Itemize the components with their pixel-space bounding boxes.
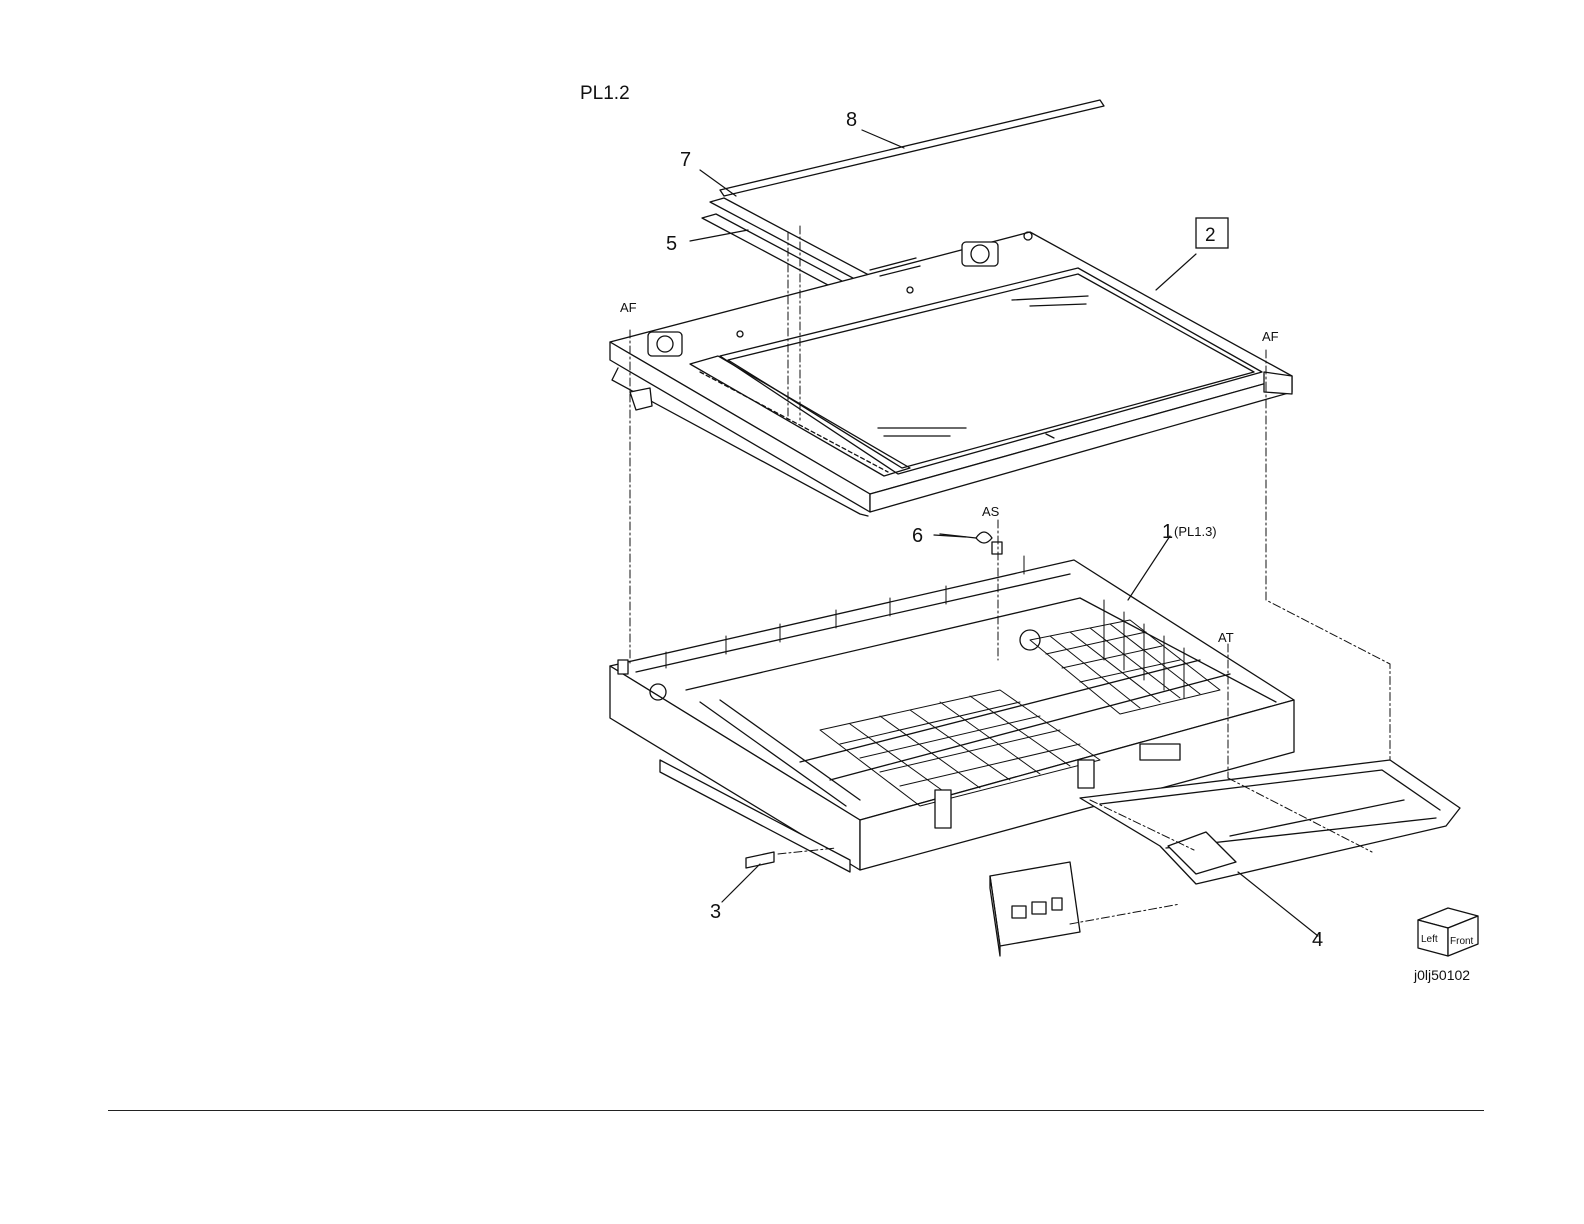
orientation-cube-front-label: Front xyxy=(1450,936,1474,947)
callout-1-reference: (PL1.3) xyxy=(1174,524,1217,539)
leader-8 xyxy=(862,130,904,148)
callout-6: 6 xyxy=(912,525,923,547)
part-3-label xyxy=(746,852,774,868)
callout-4: 4 xyxy=(1312,929,1323,951)
part-2-top-cover xyxy=(610,232,1292,516)
callout-8: 8 xyxy=(846,109,857,131)
part-6-clip xyxy=(940,532,1002,554)
part-8-strip xyxy=(720,100,1104,196)
alignment-mark-af-right: AF xyxy=(1262,329,1279,344)
callout-2: 2 xyxy=(1205,225,1216,246)
callout-3: 3 xyxy=(710,901,721,923)
orientation-cube xyxy=(1418,908,1478,956)
callout-1: 1 xyxy=(1162,521,1173,543)
leader-2 xyxy=(1156,254,1196,290)
alignment-mark-as: AS xyxy=(982,504,1000,519)
page-title: PL1.2 xyxy=(580,83,630,104)
callout-5: 5 xyxy=(666,233,677,255)
callout-7: 7 xyxy=(680,149,691,171)
leader-4 xyxy=(1238,872,1318,936)
figure-id: j0lj50102 xyxy=(1413,967,1470,983)
leader-7 xyxy=(700,170,736,196)
orientation-cube-left-label: Left xyxy=(1421,934,1438,945)
alignment-mark-at: AT xyxy=(1218,630,1234,645)
leader-3 xyxy=(722,864,760,902)
alignment-mark-af-left: AF xyxy=(620,300,637,315)
leader-1 xyxy=(1128,536,1170,600)
footer-rule xyxy=(108,1110,1484,1111)
